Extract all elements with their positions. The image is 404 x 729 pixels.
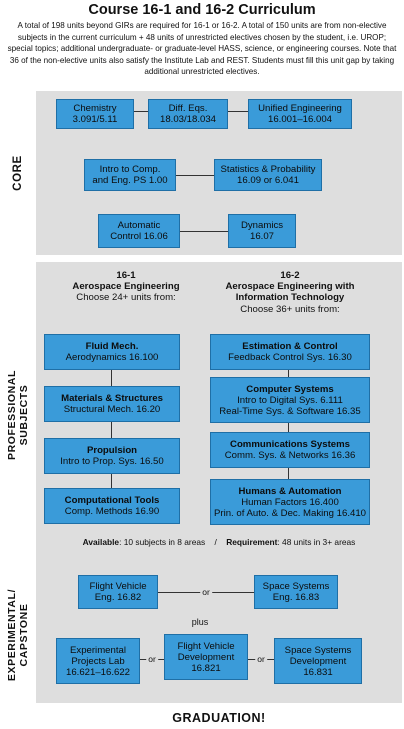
or-label: or <box>146 654 158 664</box>
plus-label: plus <box>191 617 209 627</box>
connector <box>228 111 248 112</box>
connector <box>180 231 228 232</box>
capstone-label: EXPERIMENTAL/CAPSTONE <box>6 588 31 681</box>
page-title: Course 16-1 and 16-2 Curriculum <box>88 2 316 18</box>
connector <box>134 111 148 112</box>
connector <box>288 370 289 482</box>
intro-comp-box: Intro to Comp.and Eng. PS 1.00 <box>84 159 176 191</box>
graduation-label: GRADUATION! <box>172 711 266 725</box>
core-label: CORE <box>11 155 24 191</box>
or-label: or <box>200 587 212 597</box>
connector <box>176 175 214 176</box>
availability-note: Available: 10 subjects in 8 areas / Requ… <box>82 537 356 547</box>
track-16-1-header: 16-1 Aerospace Engineering Choose 24+ un… <box>72 270 180 304</box>
track-16-2-header: 16-2 Aerospace Engineering with Informat… <box>225 270 355 315</box>
or-label: or <box>255 654 267 664</box>
fluid-mech-box: Fluid Mech.Aerodynamics 16.100 <box>44 334 180 370</box>
intro-text: A total of 198 units beyond GIRs are req… <box>7 21 397 77</box>
diff-eqs-box: Diff. Eqs.18.03/18.034 <box>148 99 228 129</box>
